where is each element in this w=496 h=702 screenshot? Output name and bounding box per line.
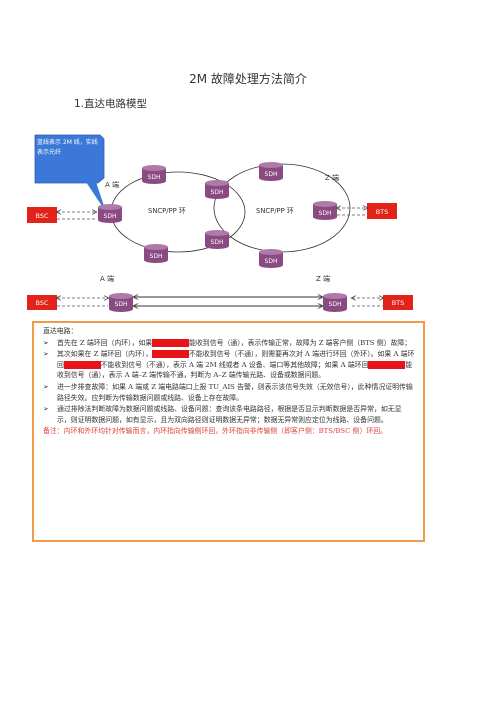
highlight-text: A 端客户侧 bbox=[152, 338, 190, 347]
item-text: 通过排除法判断故障为数据问题或线路、设备问题：查询该条电路路径，根据是否显示判断… bbox=[57, 405, 402, 424]
ring-right-label: SNCP/PP 环 bbox=[256, 207, 294, 215]
sdh-label-right-bottom: SDH bbox=[265, 258, 278, 265]
sdh-label-center-top: SDH bbox=[211, 189, 224, 196]
callout-box bbox=[34, 134, 105, 184]
a-end-label: A 端 bbox=[105, 180, 119, 189]
lower-a-end-label: A 端 bbox=[100, 274, 114, 283]
note-text: 备注：内环和外环均针对传输而言，内环指向传输侧环回，外环指向非传输侧（即客户侧：… bbox=[43, 427, 388, 436]
sdh-label-right-top: SDH bbox=[265, 171, 278, 178]
sdh-label-z: SDH bbox=[319, 210, 332, 217]
item-text: 不能收到信号（不通），表示 A 端 2M 线或者 A 设备、端口等其他故障；如果… bbox=[100, 360, 369, 369]
item-text: 进一步排查故障：如果 A 端或 Z 端电路端口上报 TU_AIS 告警，则表示该… bbox=[57, 382, 413, 402]
list-item: ➢ 通过排除法判断故障为数据问题或线路、设备问题：查询该条电路路径，根据是否显示… bbox=[43, 404, 415, 425]
arrow-bullet-icon: ➢ bbox=[43, 338, 49, 347]
item-text: 其次如果在 Z 端环回（内环）， bbox=[57, 350, 153, 359]
item-text: 首先在 Z 端环回（内环），如果 bbox=[57, 338, 153, 347]
list-item: ➢ 进一步排查故障：如果 A 端或 Z 端电路端口上报 TU_AIS 告警，则表… bbox=[43, 382, 415, 403]
z-end-label: Z 端 bbox=[325, 173, 339, 182]
explanation-heading: 直达电路： bbox=[43, 327, 78, 335]
item-text: 能收到信号（通），表示 A 端–Z 端传输不通，判断为 A–Z 端传输光路、设备… bbox=[57, 360, 413, 380]
sdh-label-center-bottom: SDH bbox=[211, 239, 224, 246]
section-heading: 1.直达电路模型 bbox=[74, 98, 148, 110]
callout-pointer bbox=[86, 182, 106, 212]
list-item: ➢ 首先在 Z 端环回（内环），如果A 端客户侧能收到信号（通），表示传输正常，… bbox=[43, 338, 415, 349]
network-diagram: 蓝线表示 2M 线，实线表示光纤 BSC BTS SDH SDH SDH SDH… bbox=[27, 134, 413, 312]
arrow-bullet-icon: ➢ bbox=[43, 350, 49, 359]
sdh-label-a: SDH bbox=[104, 213, 117, 220]
sdh-label-lower-a: SDH bbox=[115, 301, 128, 308]
lower-z-end-label: Z 端 bbox=[316, 274, 330, 283]
highlight-text: A 端客户侧 bbox=[152, 350, 190, 359]
bts-box-lower bbox=[383, 295, 413, 310]
bts-label-lower: BTS bbox=[392, 299, 405, 307]
highlight-text: A 端客户侧 bbox=[63, 360, 101, 369]
sdh-label-lower-z: SDH bbox=[329, 301, 342, 308]
item-text: 能收到信号（通），表示传输正常，故障为 Z 端客户侧（BTS 侧）故障； bbox=[189, 338, 412, 347]
explanation-box: 直达电路： ➢ 首先在 Z 端环回（内环），如果A 端客户侧能收到信号（通），表… bbox=[32, 321, 425, 542]
callout-text: 蓝线表示 2M 线，实线表示光纤 bbox=[37, 139, 98, 156]
arrow-bullet-icon: ➢ bbox=[43, 405, 49, 414]
bsc-label-lower: BSC bbox=[35, 299, 48, 307]
sdh-label-left-bottom: SDH bbox=[150, 253, 163, 260]
document-title: 2M 故障处理方法简介 bbox=[189, 72, 307, 86]
item-text: 不能收到信号（不通），则需要再次对 A 端进行环回（外环）。如果 A 端环回 bbox=[57, 350, 415, 369]
bts-label-upper: BTS bbox=[376, 208, 389, 216]
bsc-box-upper bbox=[27, 207, 57, 223]
highlight-text: A 端客户侧 bbox=[368, 360, 406, 369]
bts-box-upper bbox=[367, 203, 397, 219]
arrow-bullet-icon: ➢ bbox=[43, 382, 49, 391]
bsc-box-lower bbox=[27, 295, 57, 310]
sdh-label-left-top: SDH bbox=[148, 174, 161, 181]
ring-left-label: SNCP/PP 环 bbox=[148, 207, 186, 215]
bsc-label-upper: BSC bbox=[35, 212, 48, 220]
list-item: ➢ 其次如果在 Z 端环回（内环），A 端客户侧不能收到信号（不通），则需要再次… bbox=[43, 349, 415, 381]
